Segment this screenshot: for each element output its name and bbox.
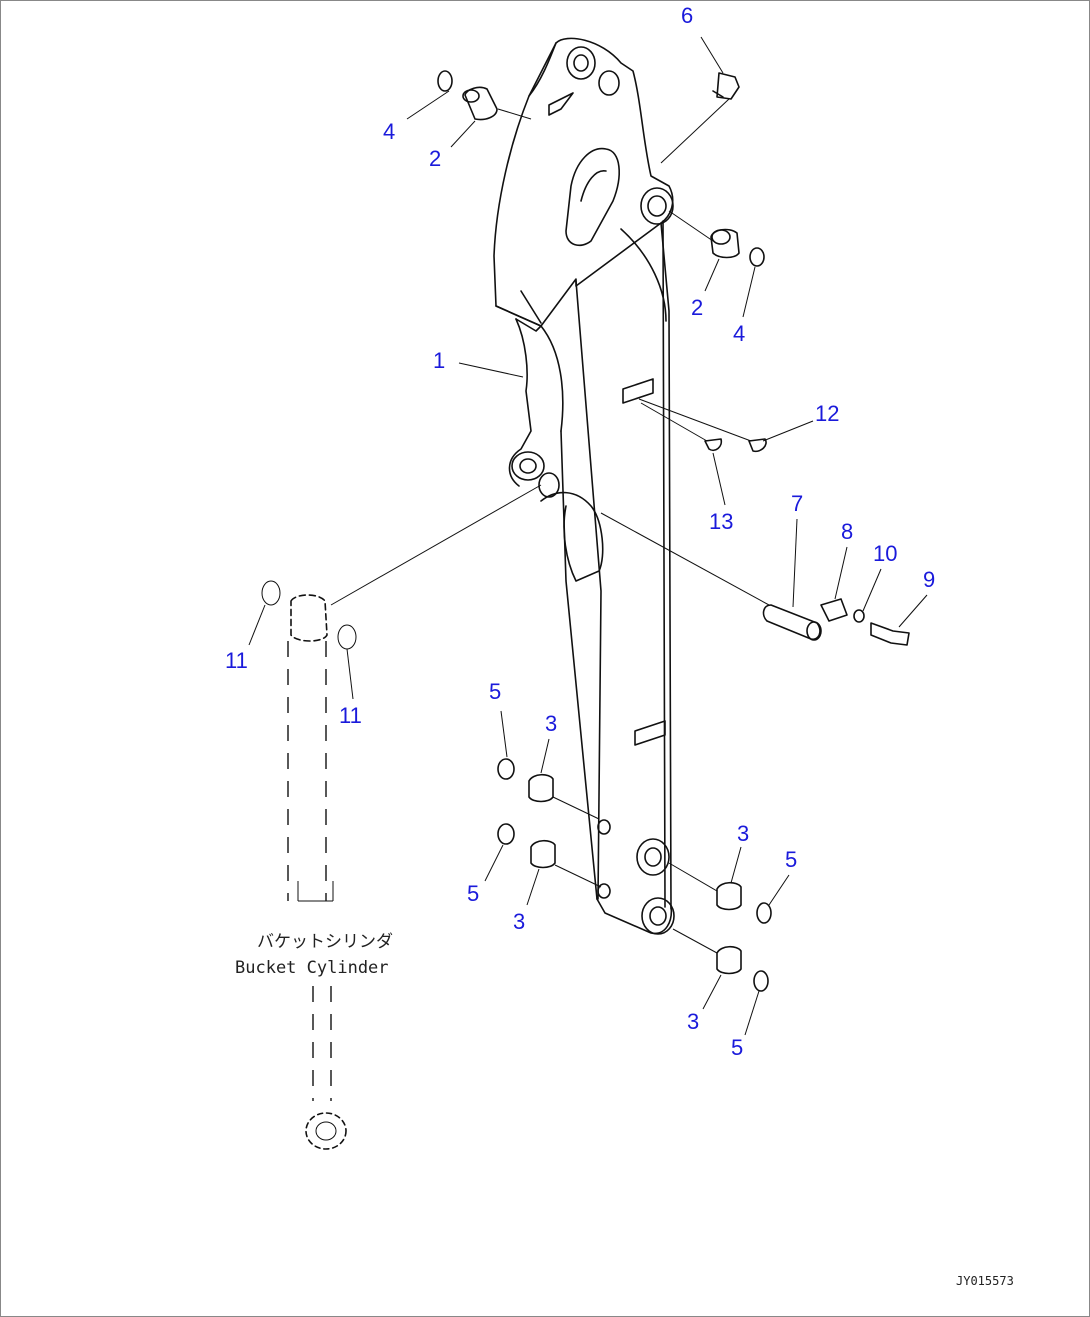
callout-7: 7	[791, 491, 803, 516]
callout-4-top: 4	[383, 119, 395, 144]
callout-13: 13	[709, 509, 733, 534]
callout-10: 10	[873, 541, 897, 566]
callout-8: 8	[841, 519, 853, 544]
bucket-cylinder-label-en: Bucket Cylinder	[235, 958, 389, 978]
callout-5-a: 5	[489, 679, 501, 704]
callout-5-d: 5	[731, 1035, 743, 1060]
arm-body	[493, 37, 675, 935]
drawing-code: JY015573	[956, 1274, 1014, 1288]
bucket-cylinder-phantom	[261, 580, 357, 1150]
part-plugs-12-13	[704, 438, 767, 453]
assembly-lines	[330, 98, 770, 954]
callout-6: 6	[681, 3, 693, 28]
callout-1: 1	[433, 348, 445, 373]
callout-5-c: 5	[785, 847, 797, 872]
callout-9: 9	[923, 567, 935, 592]
callout-11-right: 11	[339, 703, 362, 728]
bucket-cylinder-label-jp: バケットシリンダ	[257, 932, 393, 952]
part-shims-top-left	[437, 70, 498, 121]
part-bushings-bottom	[497, 758, 772, 992]
callout-2-top: 2	[429, 146, 441, 171]
part-grease-fitting-6	[712, 72, 740, 100]
callout-5-b: 5	[467, 881, 479, 906]
callout-11-left: 11	[225, 648, 248, 673]
part-bushing-right-top	[710, 228, 765, 267]
callout-4-right: 4	[733, 321, 745, 346]
callout-numbers: 1 2 2 3 3 3 3 4 4 5 5 5 5 6 7 8 9 10 11 …	[225, 3, 935, 1060]
callout-12: 12	[815, 401, 839, 426]
callout-3-b: 3	[513, 909, 525, 934]
callout-3-c: 3	[737, 821, 749, 846]
part-pin-7-and-bolt-group	[762, 598, 910, 646]
callout-2-right: 2	[691, 295, 703, 320]
callout-3-d: 3	[687, 1009, 699, 1034]
callout-leaders	[248, 36, 928, 1036]
callout-3-a: 3	[545, 711, 557, 736]
